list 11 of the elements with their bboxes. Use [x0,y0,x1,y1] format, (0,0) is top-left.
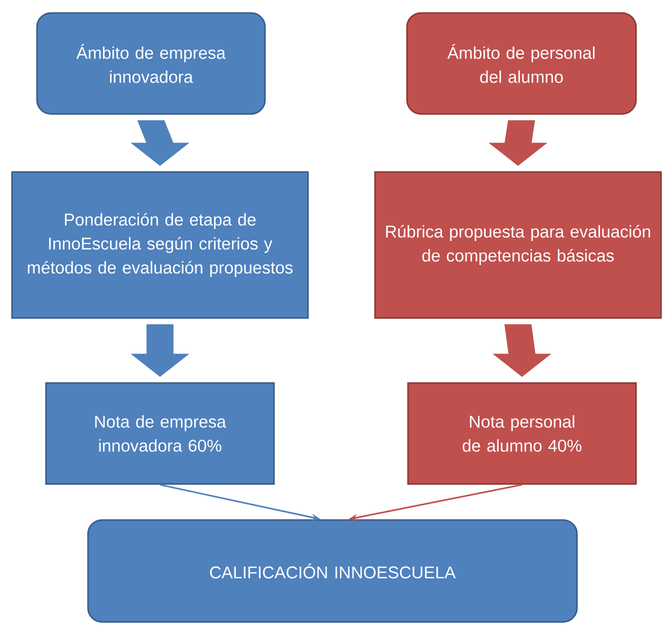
process-box: CALIFICACIÓN INNOESCUELA [87,519,578,623]
process-box: Rúbrica propuesta para evaluación de competencias básicas [374,171,662,319]
process-box: Nota de empresa innovadora 60% [45,382,275,485]
process-box: Ponderación de etapa de InnoEscuela según criterios y métodos de evaluación propuestos [11,171,309,319]
process-box: Ámbito de personal del alumno [406,12,637,115]
block-arrow [130,324,190,377]
block-arrow [488,120,548,166]
block-arrow [130,120,190,166]
block-arrow [492,324,552,377]
process-box: Ámbito de empresa innovadora [36,12,266,115]
process-box: Nota personal de alumno 40% [407,382,637,485]
